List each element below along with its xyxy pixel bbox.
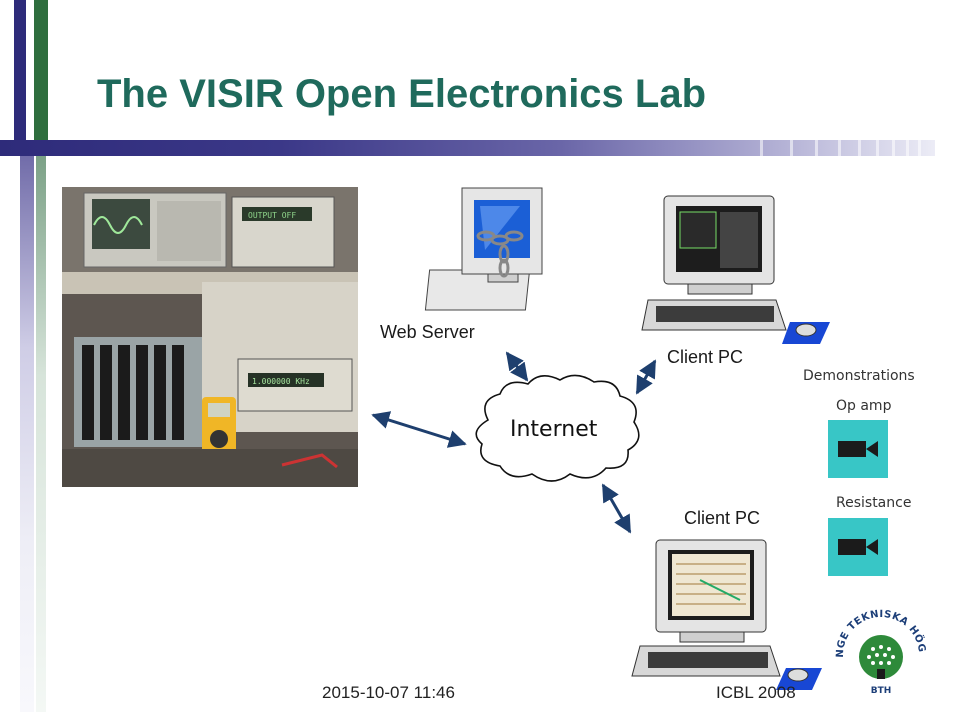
instrument-display-2: 1.000000 KHz: [252, 377, 310, 386]
left-fade-bar-green: [36, 152, 46, 712]
resistance-video-button[interactable]: [828, 518, 888, 576]
video-camera-icon: [838, 539, 878, 555]
web-server-label: Web Server: [380, 322, 475, 342]
client-pc-bottom-label: Client PC: [684, 508, 761, 528]
client-pc-top-icon: [641, 195, 830, 344]
demo-label-op-amp: Op amp: [836, 398, 892, 414]
footer-date: 2015-10-07 11:46: [322, 683, 455, 702]
arrow-webserver-internet: [505, 351, 529, 382]
left-green-bar: [34, 0, 48, 152]
internet-label: Internet: [510, 417, 598, 442]
header-stripe: [0, 140, 935, 156]
arrow-client2-internet: [601, 483, 632, 534]
lab-photo: OUTPUT OFF 1.000000 KHz: [62, 187, 358, 487]
demo-label-resistance: Resistance: [836, 495, 912, 511]
internet-cloud: [475, 374, 640, 482]
left-fade-bar: [20, 152, 34, 712]
bth-logo: BLEKINGE TEKNISKA HÖGSKOLA BTH: [828, 595, 929, 699]
slide-title: The VISIR Open Electronics Lab: [97, 72, 707, 116]
arrow-lab-internet: [371, 411, 467, 448]
video-camera-icon: [838, 441, 878, 457]
logo-text-bottom: BTH: [871, 686, 892, 696]
client-pc-bottom-icon: [631, 539, 822, 690]
left-navy-bar: [14, 0, 26, 150]
op-amp-video-button[interactable]: [828, 420, 888, 478]
web-server-icon: [424, 187, 543, 311]
footer-conference: ICBL 2008: [716, 683, 796, 702]
client-pc-top-label: Client PC: [667, 347, 744, 367]
demonstrations-heading: Demonstrations: [803, 368, 915, 384]
instrument-display-1: OUTPUT OFF: [248, 211, 296, 220]
arrow-client1-internet: [635, 359, 657, 395]
